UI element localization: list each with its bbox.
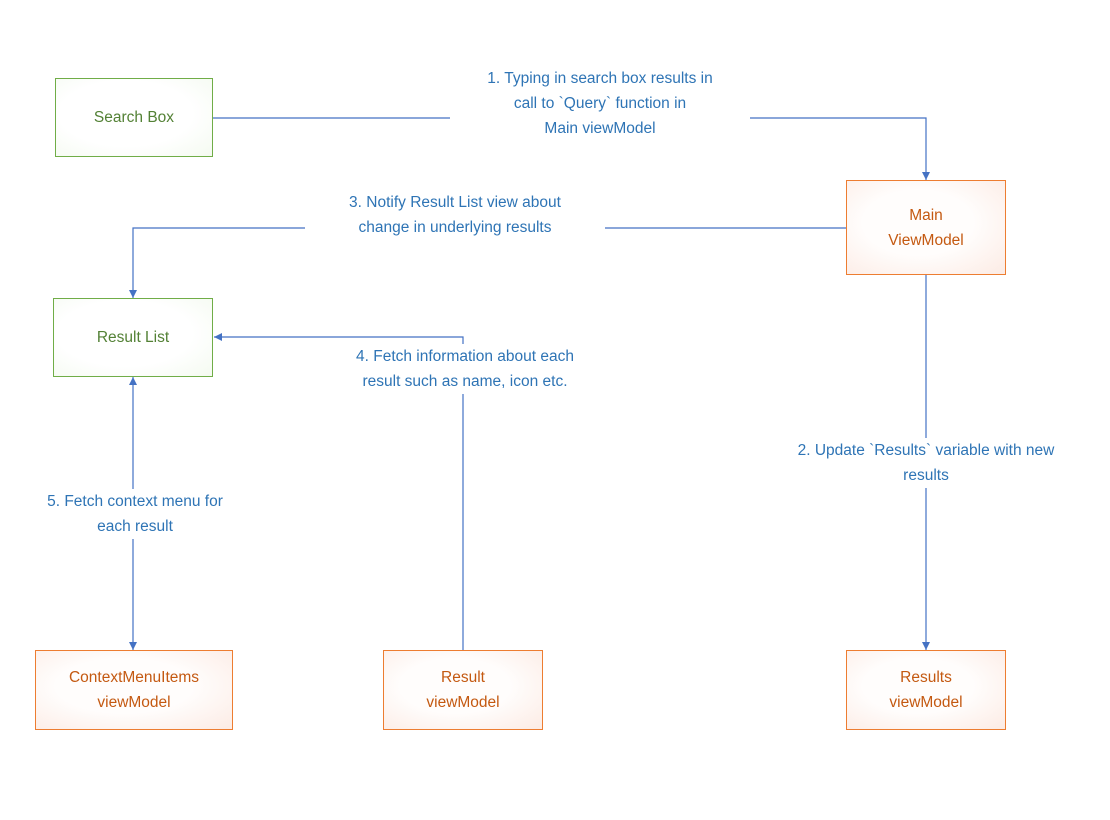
- node-results-viewmodel: Results viewModel: [846, 650, 1006, 730]
- edge-label-fetch-information: 4. Fetch information about each result s…: [315, 344, 615, 394]
- node-result-list: Result List: [53, 298, 213, 377]
- node-result-viewmodel: Result viewModel: [383, 650, 543, 730]
- node-search-box: Search Box: [55, 78, 213, 157]
- edge-label-fetch-context-menu: 5. Fetch context menu for each result: [15, 489, 255, 539]
- edge-label-notify-resultlist: 3. Notify Result List view about change …: [305, 190, 605, 240]
- arrow-mainviewmodel-to-resultlist: [129, 227, 846, 298]
- edge-label-update-results: 2. Update `Results` variable with new re…: [766, 438, 1086, 488]
- node-main-viewmodel: Main ViewModel: [846, 180, 1006, 275]
- edge-label-typing-query: 1. Typing in search box results in call …: [450, 66, 750, 141]
- arrow-resultviewmodel-to-resultlist: [214, 333, 464, 650]
- node-contextmenuitems-viewmodel: ContextMenuItems viewModel: [35, 650, 233, 730]
